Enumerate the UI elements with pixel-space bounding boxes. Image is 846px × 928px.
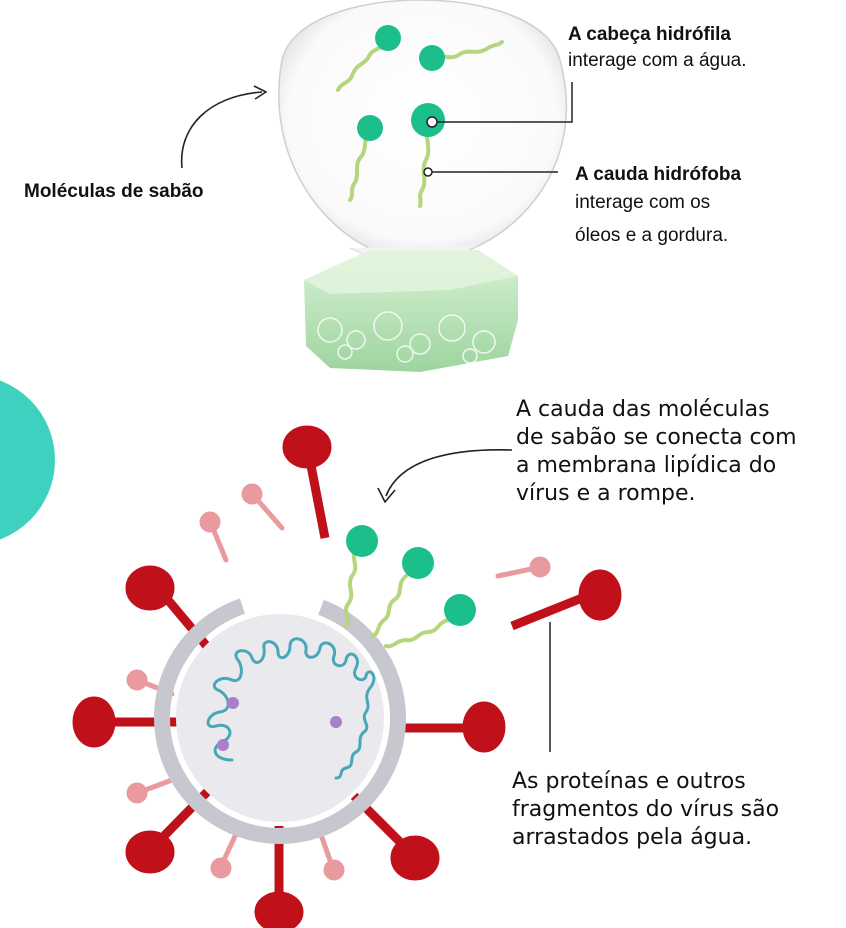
virus-icon (72, 425, 622, 928)
soap-molecules-zoomed (336, 25, 504, 208)
arrow-curved-icon (377, 448, 513, 503)
proteins-line-1: As proteínas e outros (512, 769, 746, 794)
tail-desc-line-1: interage com os (575, 192, 711, 213)
head-title: A cabeça hidrófila (568, 24, 731, 45)
teal-blob (0, 380, 55, 540)
head-desc: interage com a água. (568, 50, 747, 71)
pointer-lines (423, 82, 573, 177)
soap-bar-icon (304, 250, 518, 372)
arrow-curved-icon (180, 85, 267, 169)
molecules-label: Moléculas de sabão (24, 181, 204, 202)
tail-desc-line-2: óleos e a gordura. (575, 225, 729, 246)
proteins-line-2: fragmentos do vírus são (512, 797, 780, 822)
connect-line-1: A cauda das moléculas (516, 397, 770, 422)
soap-molecules-attacking (344, 525, 476, 649)
connect-line-2: de sabão se conecta com (516, 425, 797, 450)
connect-line-3: a membrana lipídica do (516, 453, 777, 478)
proteins-line-3: arrastados pela água. (512, 825, 753, 850)
proteins-annotation: As proteínas e outros fragmentos do víru… (512, 768, 779, 852)
tail-title: A cauda hidrófoba (575, 164, 742, 185)
connect-annotation: A cauda das moléculas de sabão se conect… (516, 396, 797, 508)
connect-line-4: vírus e a rompe. (516, 481, 696, 506)
zoom-bubble (278, 0, 568, 276)
